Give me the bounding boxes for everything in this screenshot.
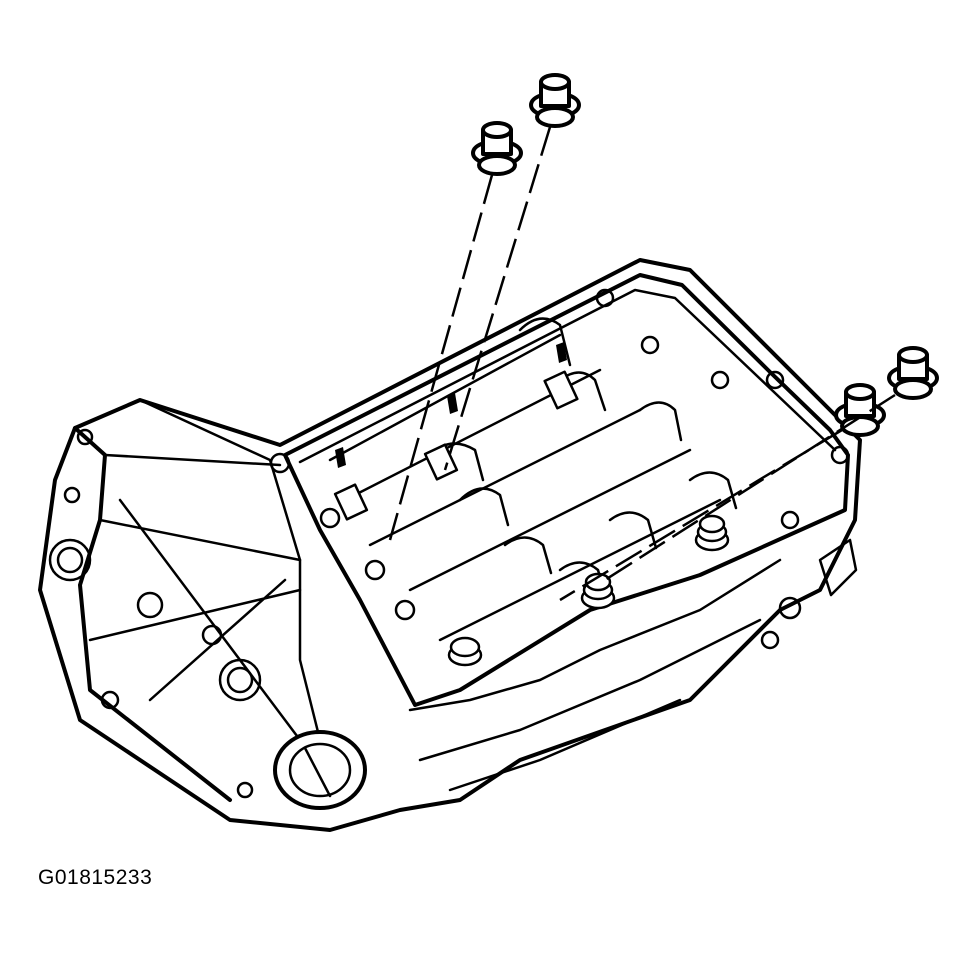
installation-lines	[388, 126, 896, 602]
valve-springs	[447, 514, 730, 667]
seal-top-left	[471, 121, 523, 176]
camshaft-bore	[273, 730, 367, 810]
cylinder-head	[38, 258, 862, 832]
seal-right-upper	[887, 346, 939, 400]
seal-top-right	[529, 73, 581, 128]
figure-code: G01815233	[38, 866, 153, 889]
seal-right-lower	[834, 383, 886, 437]
